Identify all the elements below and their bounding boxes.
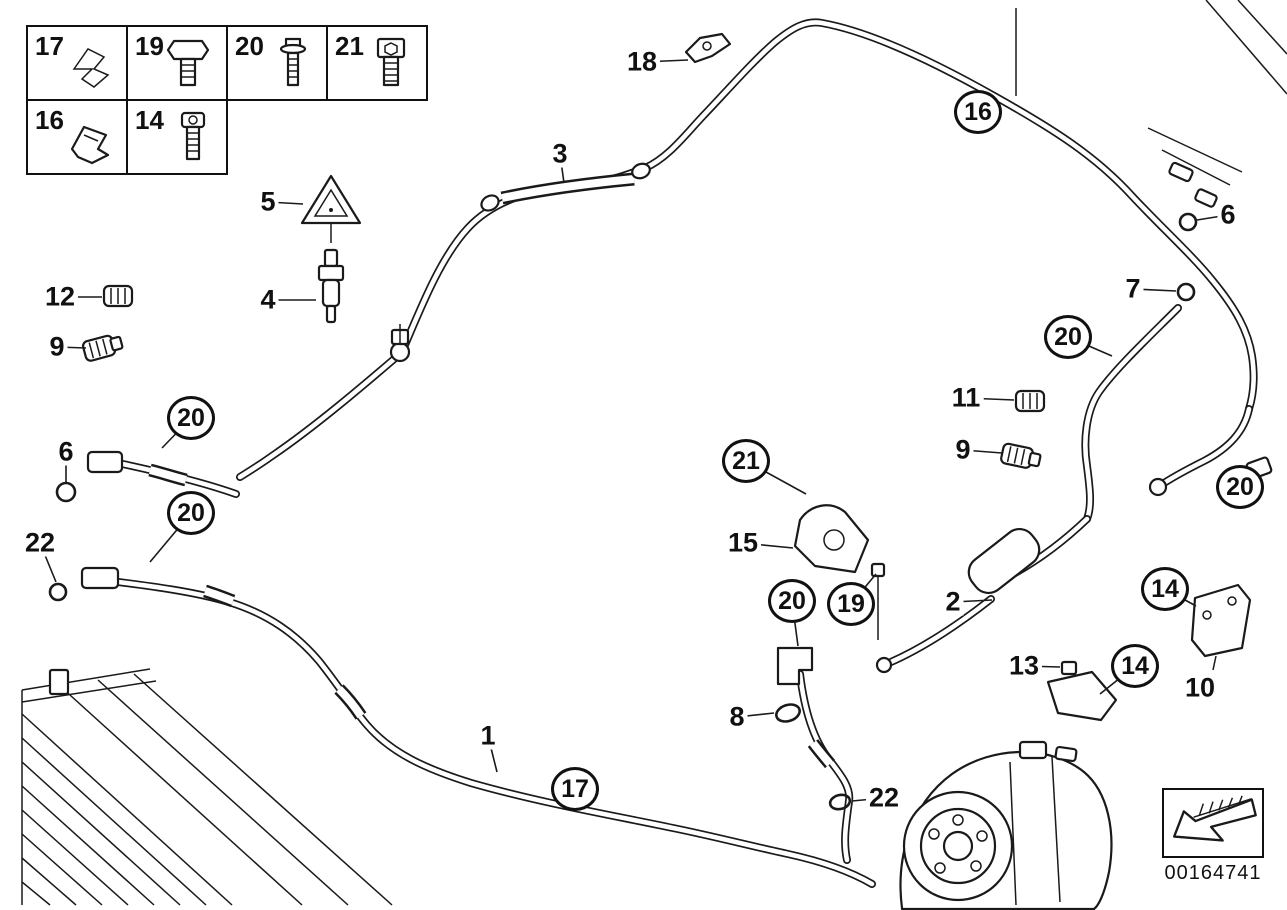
- legend-cell-20[interactable]: 20: [226, 25, 328, 101]
- sealing-cap-12: [102, 284, 134, 308]
- warning-triangle-5: [300, 174, 362, 243]
- callout-5[interactable]: 5: [257, 188, 279, 216]
- body-reference-lines: [1015, 0, 1287, 208]
- direction-arrow-stamp: [1162, 788, 1264, 858]
- callout-14-circled[interactable]: 14: [1141, 567, 1189, 611]
- legend-cell-number: 16: [35, 105, 64, 135]
- legend-cell-number: 14: [135, 105, 164, 135]
- callout-9[interactable]: 9: [46, 333, 68, 361]
- valve-insert-9-right: [1000, 442, 1042, 469]
- sealing-cap-11: [1014, 389, 1046, 413]
- muffler-illustration: [967, 527, 1041, 595]
- legend-cell-number: 17: [35, 31, 64, 61]
- callout-12[interactable]: 12: [41, 283, 79, 311]
- callout-11[interactable]: 11: [948, 384, 984, 412]
- callout-13[interactable]: 13: [1005, 652, 1043, 680]
- callout-20-circled[interactable]: 20: [167, 491, 215, 535]
- bracket-15: [793, 504, 870, 574]
- callout-1[interactable]: 1: [477, 722, 499, 750]
- fittings-and-small-parts: [48, 32, 1273, 811]
- legend-cell-number: 19: [135, 31, 164, 61]
- o-ring-6-left: [55, 481, 77, 503]
- cheese-head-screw-icon: [180, 111, 206, 161]
- o-ring-8: [775, 703, 801, 723]
- callout-19-circled[interactable]: 19: [827, 582, 875, 626]
- callout-15[interactable]: 15: [724, 529, 762, 557]
- callout-4[interactable]: 4: [257, 286, 279, 314]
- flange-bolt-icon: [279, 37, 307, 87]
- bracket-13-14: [1046, 660, 1118, 722]
- callout-20-circled[interactable]: 20: [768, 579, 816, 623]
- legend-cell-21[interactable]: 21: [326, 25, 428, 101]
- pressure-sensor-4: [317, 248, 345, 324]
- callout-20-circled[interactable]: 20: [1044, 315, 1092, 359]
- fastener-legend: 17 19 20: [26, 25, 428, 175]
- legend-cell-number: 20: [235, 31, 264, 61]
- callout-8[interactable]: 8: [726, 703, 748, 731]
- direction-arrow-icon: [1173, 795, 1257, 842]
- diagram-part-number: 00164741: [1164, 862, 1262, 884]
- callout-6[interactable]: 6: [55, 438, 77, 466]
- callout-18[interactable]: 18: [623, 48, 661, 76]
- callout-16-circled[interactable]: 16: [954, 90, 1002, 134]
- callout-20-circled[interactable]: 20: [167, 396, 215, 440]
- retaining-clip-icon: [70, 125, 110, 165]
- callout-22[interactable]: 22: [865, 784, 903, 812]
- o-ring-22-bottom: [828, 793, 852, 811]
- legend-cell-number: 21: [335, 31, 364, 61]
- callout-14-circled[interactable]: 14: [1111, 644, 1159, 688]
- bracket-18: [684, 32, 732, 64]
- condenser-illustration: [21, 668, 393, 906]
- callout-3[interactable]: 3: [549, 140, 571, 168]
- callout-10[interactable]: 10: [1181, 674, 1219, 702]
- legend-cell-17[interactable]: 17: [26, 25, 128, 101]
- callout-9[interactable]: 9: [952, 436, 974, 464]
- callout-21-circled[interactable]: 21: [722, 439, 770, 483]
- compressor-illustration: [899, 740, 1113, 910]
- callout-20-circled[interactable]: 20: [1216, 465, 1264, 509]
- o-ring-6-right: [1178, 212, 1198, 232]
- hex-bolt-icon: [166, 39, 210, 87]
- legend-cell-16[interactable]: 16: [26, 99, 128, 175]
- legend-cell-19[interactable]: 19: [126, 25, 228, 101]
- spring-clip-icon: [72, 48, 110, 88]
- callout-17-circled[interactable]: 17: [551, 767, 599, 811]
- o-ring-22-left: [48, 582, 68, 602]
- socket-head-screw-icon: [376, 37, 406, 87]
- callout-7[interactable]: 7: [1122, 275, 1144, 303]
- o-ring-7: [1176, 282, 1196, 302]
- bolt-19-on-bracket: [870, 562, 886, 640]
- callout-2[interactable]: 2: [942, 588, 964, 616]
- callout-6[interactable]: 6: [1217, 201, 1239, 229]
- valve-insert-9-left: [81, 334, 124, 362]
- legend-cell-14[interactable]: 14: [126, 99, 228, 175]
- bracket-10: [1190, 583, 1252, 671]
- callout-22[interactable]: 22: [21, 529, 59, 557]
